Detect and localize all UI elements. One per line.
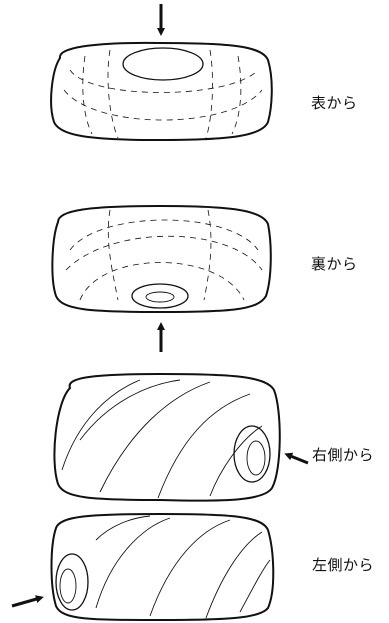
end-cap-inner — [59, 568, 77, 604]
end-cap — [233, 425, 271, 483]
view-right-figure — [53, 372, 309, 502]
label-back-view: 裏から — [311, 255, 358, 273]
body-outline — [53, 372, 281, 502]
body-outline — [51, 204, 272, 314]
label-front-view: 表から — [311, 94, 358, 112]
label-left-view: 左側から — [312, 556, 375, 574]
view-front-figure — [50, 4, 273, 142]
arrow-right — [11, 595, 44, 608]
contour-lines — [65, 209, 263, 301]
body-outline — [50, 512, 275, 622]
dimple-inner — [145, 291, 175, 303]
arrow-left — [284, 452, 309, 465]
end-cap — [55, 553, 89, 611]
spiral-lines — [95, 515, 271, 619]
label-right-view: 右側から — [312, 446, 375, 464]
contour-lines — [63, 49, 263, 139]
view-left-figure — [11, 512, 275, 622]
dimple — [131, 283, 189, 309]
end-cap-inner — [246, 440, 266, 476]
dimple — [122, 47, 204, 81]
spiral-lines — [61, 379, 263, 499]
body-outline — [50, 41, 273, 142]
view-back-figure — [51, 204, 272, 352]
